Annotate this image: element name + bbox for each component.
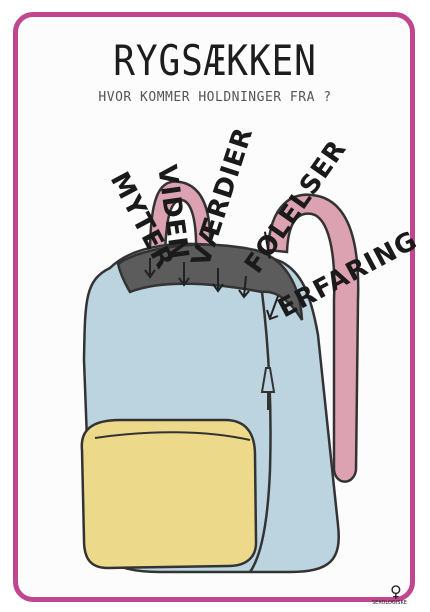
venus-symbol-icon: ♀ [390,582,402,601]
front-pocket [82,420,256,568]
publisher-logo: ♀ SEXOLOGISKE [362,588,430,612]
logo-text: SEXOLOGISKE [372,600,407,606]
